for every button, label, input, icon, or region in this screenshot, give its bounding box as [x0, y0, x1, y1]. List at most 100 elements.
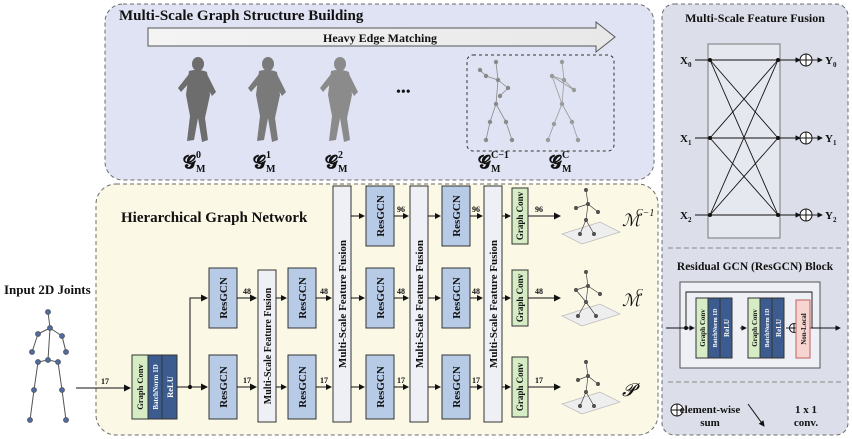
legend-conv-line2: conv. — [794, 417, 818, 429]
svg-text:X: X — [680, 133, 688, 145]
svg-text:Graph Conv: Graph Conv — [515, 362, 525, 411]
resgcn-batchnorm-2: BatchNorm 1D — [759, 297, 773, 359]
svg-text:𝓖: 𝓖 — [549, 152, 563, 172]
resgcn-non-local: Non-Local — [795, 299, 811, 359]
msff-2: Multi-Scale Feature Fusion — [332, 185, 352, 423]
mesh-body-1 — [248, 57, 286, 142]
fusion-title: Multi-Scale Feature Fusion — [685, 11, 825, 25]
svg-text:ReLU: ReLU — [165, 376, 175, 398]
dim-label: 17 — [535, 376, 543, 385]
mesh-body-0 — [178, 57, 216, 142]
output-pose-bottom — [561, 360, 621, 415]
resgcn-col1-top: ResGCN — [208, 267, 238, 329]
svg-text:C: C — [636, 288, 643, 299]
dim-label: 48 — [397, 287, 405, 296]
svg-text:ResGCN: ResGCN — [451, 366, 463, 408]
sum-icon — [799, 53, 813, 222]
svg-text:1: 1 — [688, 139, 692, 147]
svg-text:Multi-Scale Feature Fusion: Multi-Scale Feature Fusion — [488, 240, 500, 368]
svg-text:Graph Conv: Graph Conv — [515, 191, 525, 240]
graph-conv-out-bottom: Graph Conv — [511, 356, 529, 418]
graph-label-c: 𝓖 C M — [549, 150, 572, 175]
resgcn-graph-conv-1: Graph Conv — [695, 297, 709, 359]
svg-text:M: M — [562, 164, 572, 175]
output-label-mc: ℳ C — [622, 288, 643, 310]
resgcn-relu-2: ReLU — [771, 297, 785, 359]
dim-label: 48 — [320, 287, 328, 296]
resgcn-col3-top: ResGCN — [365, 185, 395, 247]
msff-1: Multi-Scale Feature Fusion — [257, 269, 277, 423]
coarse-graphs-box — [466, 54, 615, 152]
svg-text:ℳ: ℳ — [622, 211, 643, 230]
dim-label: 17 — [320, 376, 328, 385]
svg-text:Graph Conv: Graph Conv — [135, 363, 145, 409]
network-title: Hierarchical Graph Network — [121, 210, 308, 226]
svg-text:C: C — [562, 150, 569, 161]
svg-text:1: 1 — [833, 139, 837, 147]
mesh-body-2 — [320, 57, 358, 142]
svg-text:ResGCN: ResGCN — [451, 277, 463, 319]
edges-col4 — [470, 213, 483, 390]
graph-conv-out-top: Graph Conv — [511, 187, 529, 245]
resgcn-batchnorm-1: BatchNorm 1D — [707, 297, 721, 359]
graph-label-0: 𝓖 0 M — [183, 150, 206, 175]
svg-text:ℳ: ℳ — [622, 291, 643, 310]
dim-label: 17 — [101, 377, 109, 386]
svg-text:2: 2 — [833, 216, 837, 224]
dim-label: 48 — [535, 287, 543, 296]
svg-text:0: 0 — [833, 61, 837, 69]
svg-text:M: M — [491, 164, 501, 175]
resgcn-relu-1: ReLU — [719, 297, 733, 359]
heavy-edge-matching-arrow: Heavy Edge Matching — [147, 20, 616, 54]
svg-text:ReLU: ReLU — [723, 319, 731, 337]
resgcn-col3-bottom: ResGCN — [365, 354, 395, 420]
svg-text:1: 1 — [266, 150, 271, 161]
edges-msff3 — [428, 213, 441, 390]
svg-text:ResGCN: ResGCN — [375, 277, 387, 319]
svg-text:M: M — [266, 164, 276, 175]
svg-text:ResGCN: ResGCN — [218, 366, 230, 408]
dim-label: 96 — [535, 205, 543, 214]
dim-label: 96 — [397, 205, 405, 214]
resgcn-col4-top: ResGCN — [441, 185, 471, 247]
svg-text:Graph Conv: Graph Conv — [751, 309, 759, 347]
svg-text:Multi-Scale Feature Fusion: Multi-Scale Feature Fusion — [263, 287, 274, 404]
legend: element-wise sum 1 x 1 conv. — [670, 403, 818, 429]
svg-text:2: 2 — [338, 150, 343, 161]
edges-msff4 — [502, 212, 561, 391]
heavy-edge-matching-label: Heavy Edge Matching — [323, 31, 437, 45]
svg-text:ReLU: ReLU — [775, 319, 783, 337]
resgcn-col4-mid: ResGCN — [441, 267, 471, 329]
svg-text:Graph Conv: Graph Conv — [515, 273, 525, 322]
svg-text:𝓖: 𝓖 — [253, 152, 267, 172]
svg-text:M: M — [196, 164, 206, 175]
svg-text:X: X — [680, 55, 688, 67]
input-skeleton — [27, 309, 69, 423]
dim-label: 17 — [243, 376, 251, 385]
svg-text:ResGCN: ResGCN — [375, 195, 387, 237]
edges-col3 — [394, 213, 409, 390]
resgcn-col2-bottom: ResGCN — [287, 354, 317, 420]
dim-label: 96 — [472, 205, 480, 214]
output-pose-top — [561, 188, 621, 245]
svg-text:ResGCN: ResGCN — [218, 277, 230, 319]
graph-label-2: 𝓖 2 M — [325, 150, 348, 175]
graph-conv-out-mid: Graph Conv — [511, 269, 529, 327]
output-label-mc-minus-1: ℳ C−1 — [622, 208, 654, 230]
msff-4: Multi-Scale Feature Fusion — [483, 185, 503, 423]
svg-text:2: 2 — [688, 216, 692, 224]
svg-text:M: M — [338, 164, 348, 175]
resgcn-col4-bottom: ResGCN — [441, 354, 471, 420]
svg-text:C−1: C−1 — [636, 208, 654, 219]
skeleton-graph-c — [545, 59, 581, 143]
output-pose-mid — [561, 270, 621, 327]
svg-text:ResGCN: ResGCN — [297, 277, 309, 319]
graph-building-title: Multi-Scale Graph Structure Building — [119, 8, 364, 24]
svg-text:C−1: C−1 — [491, 150, 509, 161]
dim-label: 48 — [243, 287, 251, 296]
